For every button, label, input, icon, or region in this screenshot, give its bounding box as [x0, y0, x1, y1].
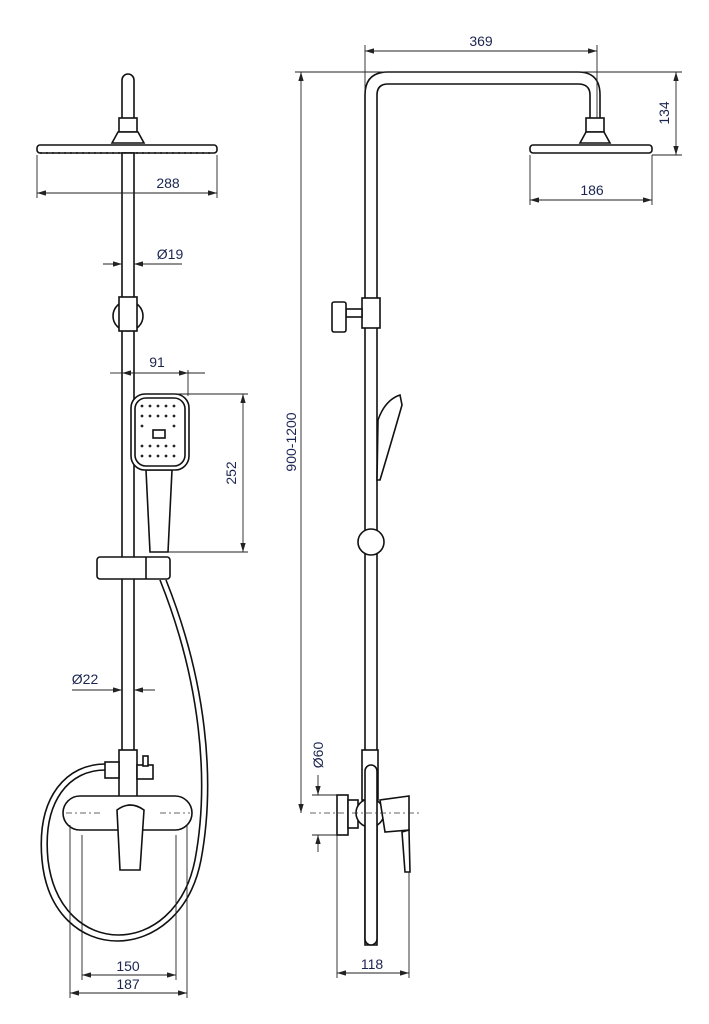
dim-label-187: 187 — [116, 976, 140, 992]
hand-shower-front — [130, 393, 190, 553]
dim-118: 118 — [336, 835, 410, 978]
dim-label-288: 288 — [156, 175, 180, 191]
dim-label-o22: Ø22 — [72, 671, 99, 687]
dim-label-150: 150 — [116, 958, 140, 974]
dim-288: 288 — [36, 155, 218, 198]
dim-label-900-1200: 900-1200 — [283, 412, 299, 471]
dim-134: 134 — [295, 71, 682, 156]
dim-o60: Ø60 — [310, 742, 337, 852]
dim-label-o19: Ø19 — [157, 246, 184, 262]
wall-bracket-side — [331, 297, 381, 333]
dim-91: 91 — [110, 354, 205, 396]
dim-o19: Ø19 — [103, 246, 184, 267]
dim-252: 252 — [160, 393, 248, 553]
dim-label-252: 252 — [223, 461, 239, 485]
dim-150-187: 150 187 — [69, 825, 188, 998]
dim-900-1200: 900-1200 — [283, 72, 304, 813]
dim-186: 186 — [529, 155, 653, 205]
dim-label-o60: Ø60 — [310, 742, 326, 769]
mixer-front — [62, 795, 193, 871]
hand-shower-side — [376, 393, 403, 481]
dim-369: 369 — [364, 33, 598, 118]
dim-label-369: 369 — [469, 33, 493, 49]
rain-shower-head-side — [529, 117, 653, 154]
dim-label-134: 134 — [656, 101, 672, 125]
dim-label-186: 186 — [580, 182, 604, 198]
mixer-side — [310, 749, 420, 946]
hose-front — [40, 579, 209, 942]
slider-side — [357, 528, 385, 556]
front-view: 288 Ø19 91 252 Ø22 150 — [36, 73, 248, 998]
slider-front — [96, 556, 171, 580]
dim-o22: Ø22 — [72, 671, 155, 693]
rain-shower-head-front — [36, 73, 218, 154]
dim-label-118: 118 — [361, 956, 384, 972]
diverter-front — [104, 749, 154, 801]
wall-bracket-front — [112, 296, 144, 332]
dim-label-91: 91 — [149, 354, 165, 370]
side-view: 369 134 186 900-1200 Ø60 118 — [283, 33, 682, 978]
